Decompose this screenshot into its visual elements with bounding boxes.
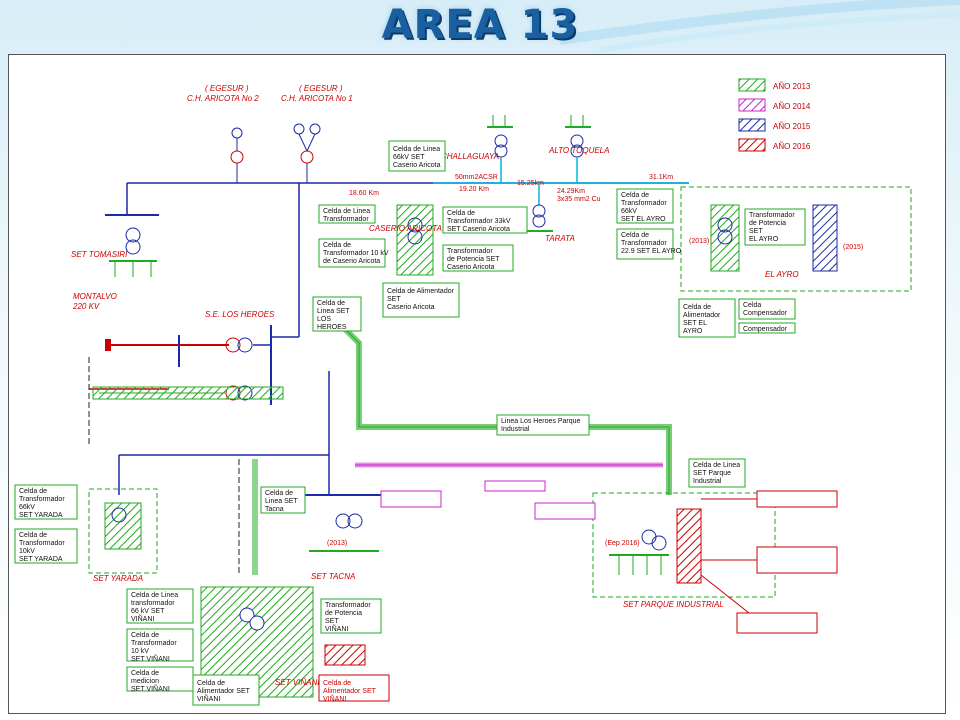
generator-aricota2 [230,127,244,183]
set-alto-toquela [565,115,591,183]
label-set-yarada: SET YARADA [93,574,143,583]
callout-celda-alimentador-ayro: Celda de Alimentador SET EL AYRO [683,304,722,335]
legend-swatch-2016 [738,138,766,152]
year-2015-ayro: (2015) [843,244,863,251]
label-challaguaya: CHALLAGUAYA [441,152,499,161]
label-caserio-aricota: CASERIO ARICOTA [369,224,442,233]
callout-celda-trafo-yarada: Celda de Transformador 66kV SET YARADA [19,488,67,519]
aricota2-owner: ( EGESUR ) [205,84,249,93]
single-line-diagram: AÑO 2013 AÑO 2014 AÑO 2015 AÑO 2016 ( EG… [14,78,912,706]
callout-celda-linea-parque: Celda de Linea SET Parque Industrial [693,462,742,485]
aricota1-owner: ( EGESUR ) [299,84,343,93]
callout-linea-parque: Linea Los Heroes Parque Industrial [501,418,582,433]
callout-celda-trafo-yarada-10: Celda de Transformador 10kV SET YARADA [19,532,67,563]
aricota-length: 18.60 Km [349,190,379,197]
legend: AÑO 2013 AÑO 2014 AÑO 2015 AÑO 2016 [738,78,811,152]
callout-celda-compensador: Celda Compensador [743,302,788,317]
toquela-segment: 15.25km [517,180,544,187]
generator-aricota1 [293,123,321,183]
legend-label-2013: AÑO 2013 [773,82,811,91]
aricota1-name: C.H. ARICOTA No 1 [281,94,353,103]
year-2013-tacna: (2013) [327,540,347,547]
callout-trafo-potencia-viñani: Transformador de Potencia SET VIÑANI [325,602,373,633]
legend-swatch-2014 [738,98,766,112]
legend-swatch-2015 [738,118,766,132]
tarata-length: 24.29Km [557,188,585,195]
label-set-parque-industrial: SET PARQUE INDUSTRIAL [623,600,724,609]
callout-celda-trafo-ayro: Celda de Transformador 66kV SET EL AYRO [621,192,669,223]
callout-celda-trafo-ayro-22: Celda de Transformador 22.9 SET EL AYRO [621,232,682,255]
legend-swatch-2013 [738,78,766,92]
challaguaya-length: 19.20 Km [459,186,489,193]
label-montalvo: MONTALVO [73,292,117,301]
callout-celda-linea-transformador: Celda de Linea Transformador [323,208,372,223]
callout-celda-trafo-viñani: Celda de Transformador 10 kV SET VIÑANI [131,632,179,663]
label-set-tacna: SET TACNA [311,572,355,581]
label-tarata: TARATA [545,234,575,243]
diagram-sheet: AÑO 2013 AÑO 2014 AÑO 2015 AÑO 2016 ( EG… [8,54,946,714]
callout-celda-alimentador-caserio: Celda de Alimentador SET Caserio Aricota [387,288,456,311]
set-tomasiri [105,214,159,277]
callout-celda-medicion-viñani: Celda de medicion SET VIÑANI [131,670,170,693]
label-el-ayro: EL AYRO [765,270,799,279]
caserio-aricota-block [396,204,434,276]
legend-label-2015: AÑO 2015 [773,122,811,131]
legend-label-2016: AÑO 2016 [773,142,811,151]
ayro-length: 31.1Km [649,174,673,181]
label-montalvo-kv: 220 KV [72,302,100,311]
callout-compensador: Compensador [743,326,788,333]
label-alto-toquela: ALTO TOQUELA [548,146,609,155]
legend-label-2014: AÑO 2014 [773,102,811,111]
slide-title: AREA 13 [381,2,579,48]
label-set-tomasiri: SET TOMASIRI [71,250,128,259]
callout-celda-alimentador-viñani: Celda de Alimentador SET VIÑANI [197,680,252,703]
set-yarada-area [88,488,158,574]
callout-celda-alimentador-viñani-2: Celda de Alimentador SET VIÑANI [323,680,378,703]
year-2016-parque: (Eep 2016) [605,540,640,547]
el-ayro-area [680,186,912,292]
callout-celda-trafo-33kv: Celda de Transformador 33kV SET Caserio … [447,210,513,233]
callout-celda-linea-viñani: Celda de Linea transformador 66 kV SET V… [131,592,180,623]
year-2013-ayro: (2013) [689,238,709,245]
set-challaguaya [487,115,513,183]
callout-trafo-potencia-caserio: Transformador de Potencia SET Caserio Ar… [447,248,501,271]
line-heroes-parque [336,320,672,495]
callout-trafo-potencia-ayro: Transformador de Potencia SET EL AYRO [749,212,797,243]
callout-celda-linea-caserio: Celda de Linea 66kV SET Caserio Aricota [393,146,442,169]
tarata-conductor: 3x35 mm2 Cu [557,196,601,203]
callout-celda-linea-tacna: Celda de Linea SET Tacna [265,490,300,513]
callout-celda-trafo-caserio: Celda de Transformador 10 kV de Caserio … [323,242,390,265]
callout-celda-linea-heroes: Celda de Linea SET LOS HEROES [317,300,352,331]
set-los-heroes [92,325,284,405]
set-parque-industrial-area [592,492,776,598]
label-los-heroes: S.E. LOS HEROES [205,310,275,319]
label-set-viñani: SET VIÑANI [275,678,320,687]
callouts: Celda de Linea 66kV SET Caserio Aricota … [14,140,806,706]
challaguaya-conductor: 50mm2ACSR [455,174,498,181]
set-tarata [527,183,553,232]
aricota2-name: C.H. ARICOTA No 2 [187,94,259,103]
set-tacna [305,494,389,552]
